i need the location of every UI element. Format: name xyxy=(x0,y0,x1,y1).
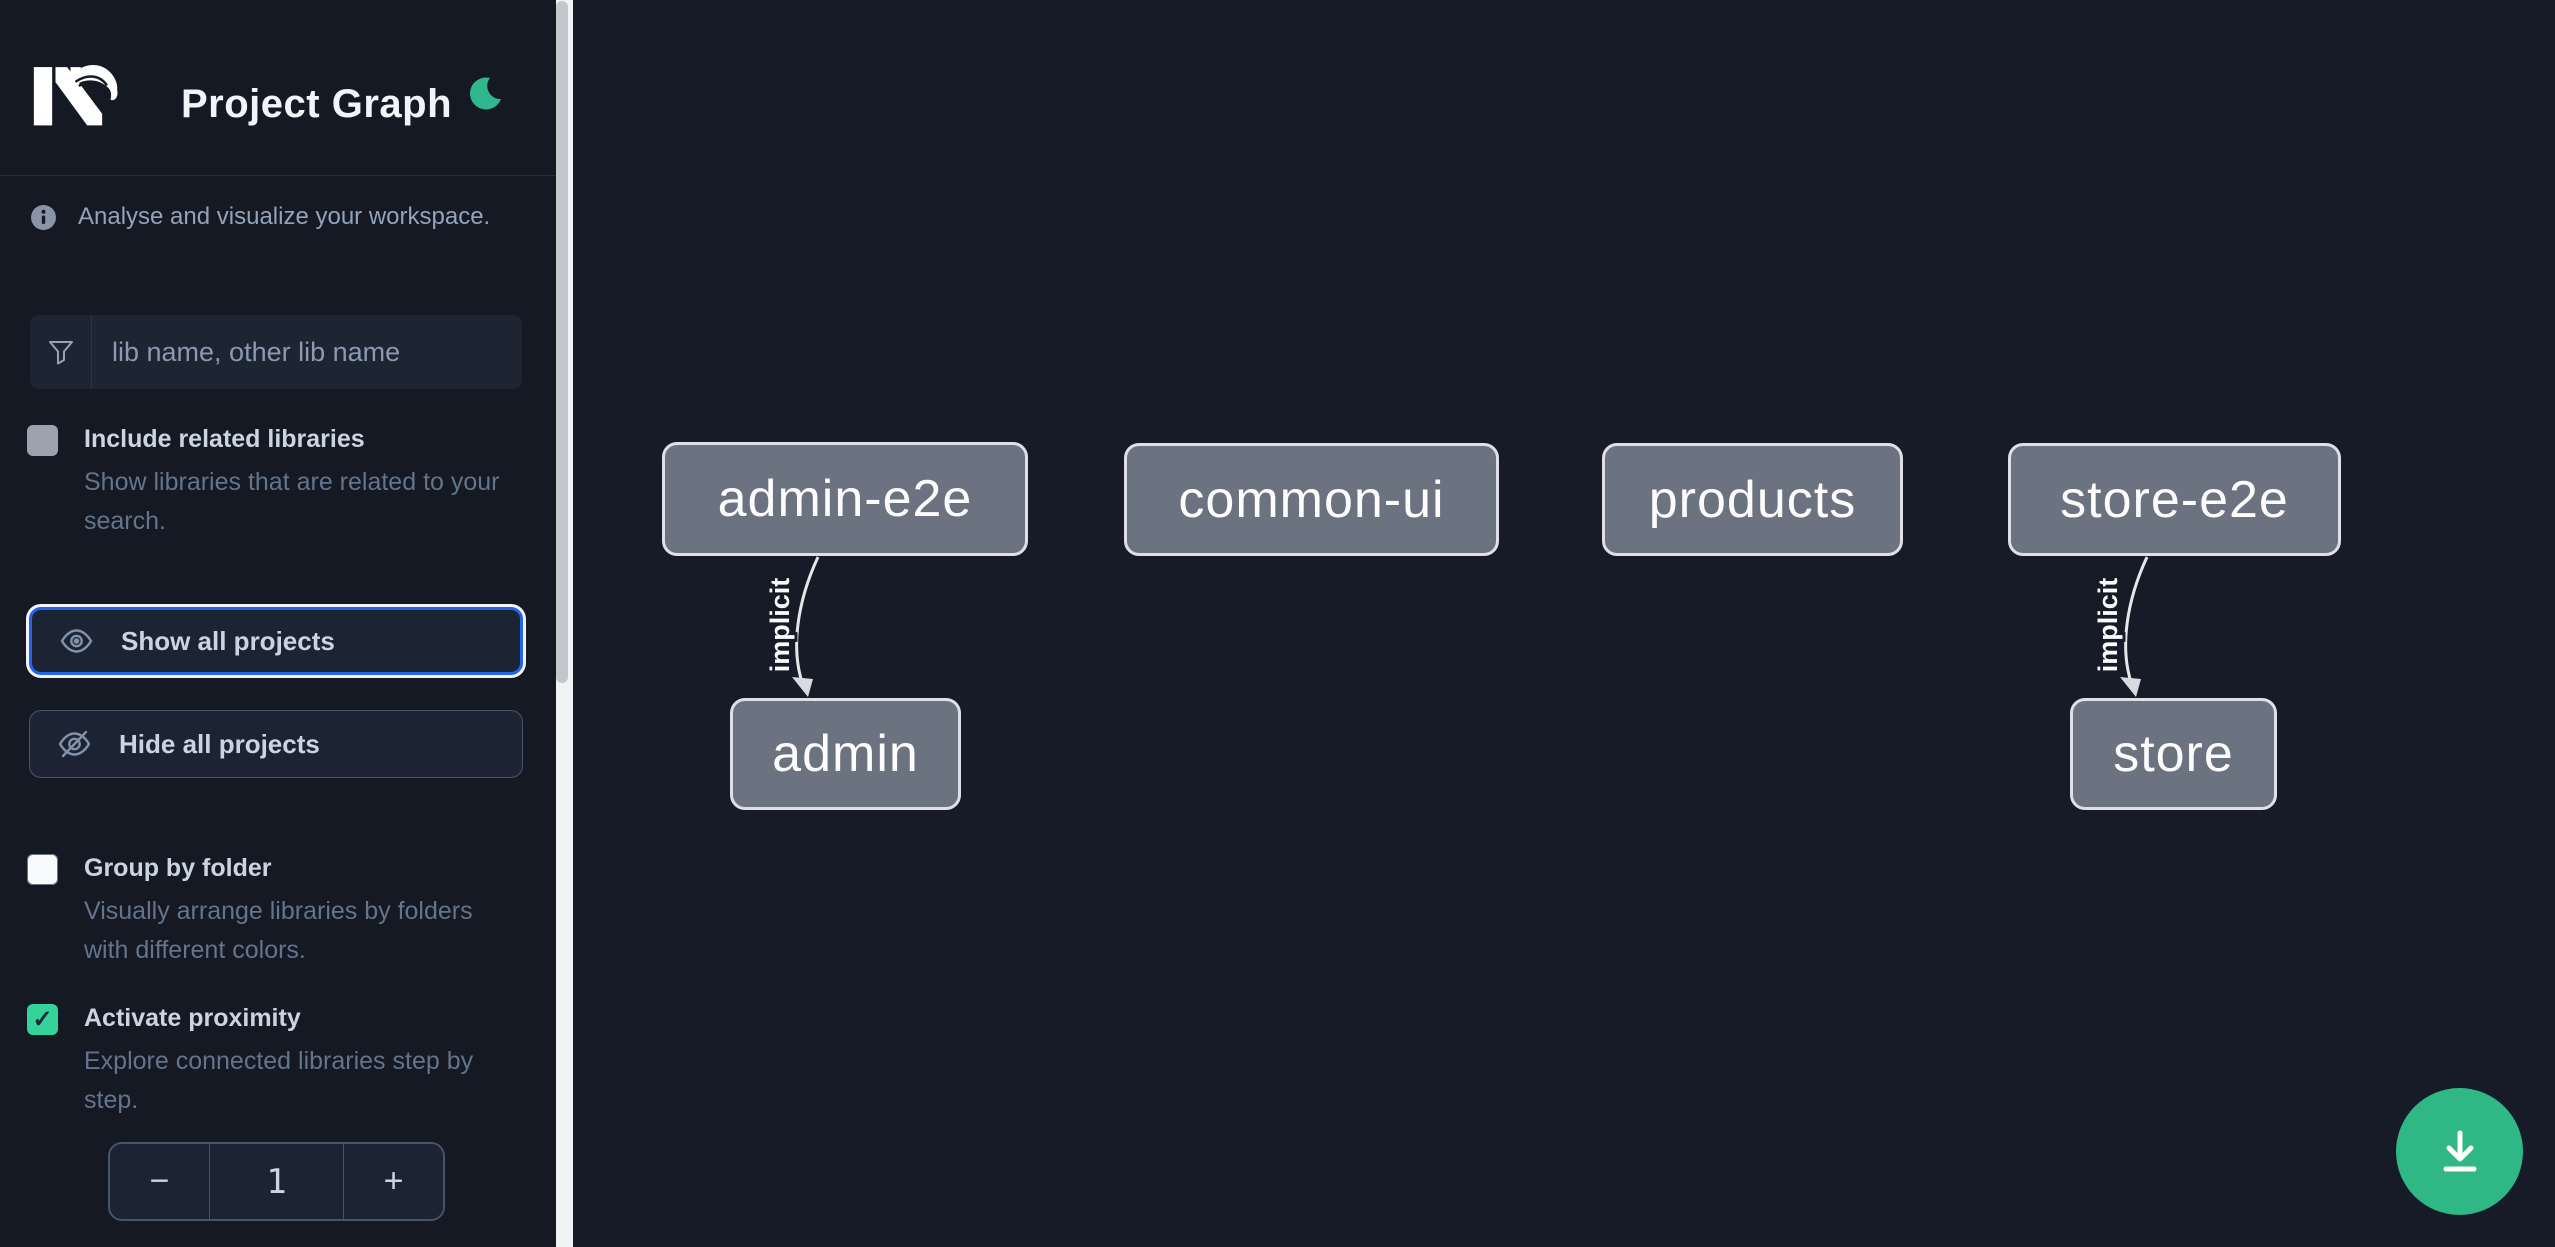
project-node-common-ui[interactable]: common-ui xyxy=(1124,443,1499,556)
checkbox-activate-proximity[interactable]: ✓ xyxy=(27,1004,58,1035)
project-node-admin[interactable]: admin xyxy=(730,698,961,810)
proximity-depth-stepper: − 1 + xyxy=(108,1142,445,1221)
project-node-products[interactable]: products xyxy=(1602,443,1903,556)
option-include-related-libraries: Include related libraries Show libraries… xyxy=(27,422,532,541)
stepper-decrement-button[interactable]: − xyxy=(110,1144,209,1219)
stepper-increment-button[interactable]: + xyxy=(344,1144,443,1219)
hide-all-projects-label: Hide all projects xyxy=(119,728,320,759)
checkbox-include-related-libraries[interactable] xyxy=(27,425,58,456)
option-label[interactable]: Include related libraries xyxy=(84,425,365,453)
option-description: Show libraries that are related to your … xyxy=(84,468,500,535)
checkbox-group-by-folder[interactable] xyxy=(27,854,58,885)
option-description: Visually arrange libraries by folders wi… xyxy=(84,897,473,964)
stepper-value: 1 xyxy=(209,1144,344,1219)
eye-off-icon xyxy=(58,730,91,758)
moon-icon xyxy=(469,76,501,109)
info-icon xyxy=(31,204,56,230)
search-box xyxy=(30,315,522,389)
workspace-tagline-row: Analyse and visualize your workspace. xyxy=(31,203,490,231)
download-icon xyxy=(2443,1130,2476,1171)
project-node-store[interactable]: store xyxy=(2070,698,2277,810)
sidebar-header: Project Graph xyxy=(0,0,556,176)
sidebar-scrollbar-track[interactable] xyxy=(556,0,573,1247)
search-input[interactable] xyxy=(92,315,522,389)
option-label[interactable]: Activate proximity xyxy=(84,1004,301,1032)
download-graph-button[interactable] xyxy=(2396,1088,2523,1215)
sidebar-scrollbar-thumb[interactable] xyxy=(556,1,568,683)
show-all-projects-label: Show all projects xyxy=(121,625,335,656)
theme-toggle-button[interactable] xyxy=(462,74,506,118)
option-label[interactable]: Group by folder xyxy=(84,854,272,882)
show-all-projects-button[interactable]: Show all projects xyxy=(29,607,523,675)
option-description: Explore connected libraries step by step… xyxy=(84,1047,474,1114)
hide-all-projects-button[interactable]: Hide all projects xyxy=(29,710,523,778)
graph-canvas[interactable] xyxy=(573,0,2555,1247)
filter-funnel-icon xyxy=(30,315,92,389)
workspace-tagline: Analyse and visualize your workspace. xyxy=(78,203,491,230)
option-activate-proximity: ✓ Activate proximity Explore connected l… xyxy=(27,1001,532,1120)
nx-logo xyxy=(33,64,118,126)
eye-icon xyxy=(60,629,93,653)
page-title: Project Graph xyxy=(181,82,453,126)
sidebar: Project Graph Analyse and visualize your… xyxy=(0,0,556,1247)
option-group-by-folder: Group by folder Visually arrange librari… xyxy=(27,851,532,970)
project-node-store-e2e[interactable]: store-e2e xyxy=(2008,443,2341,556)
project-node-admin-e2e[interactable]: admin-e2e xyxy=(662,442,1028,556)
